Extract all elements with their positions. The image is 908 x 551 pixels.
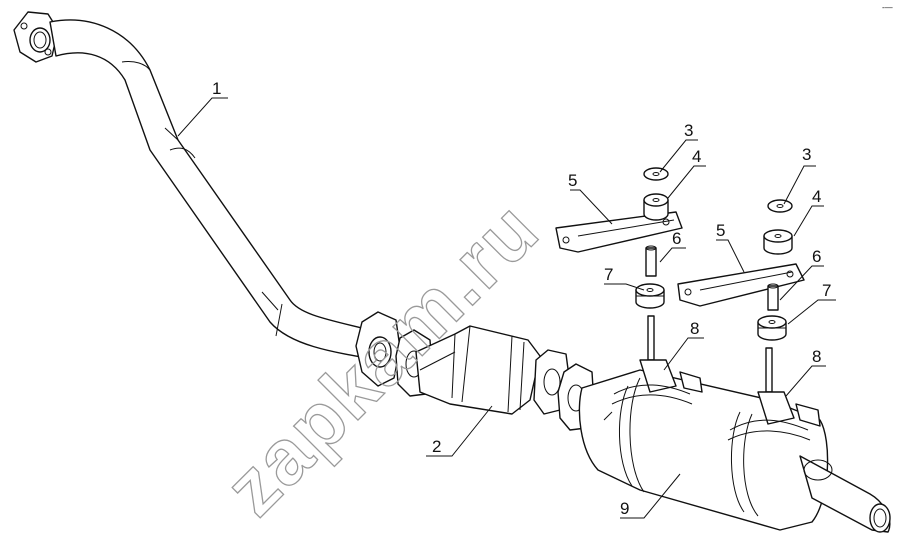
callout-4-left: 4	[692, 147, 701, 166]
callouts: 1 2 3 4 5 6 7 3 4 5 6 7 8 8 9	[177, 79, 836, 519]
cushion-upper-right	[763, 229, 793, 255]
callout-6-right: 6	[812, 247, 821, 266]
washer-left	[643, 167, 669, 181]
sleeve-right	[767, 283, 779, 311]
callout-8-left: 8	[690, 319, 699, 338]
callout-7-left: 7	[604, 265, 613, 284]
washer-right	[767, 199, 793, 213]
clamp-right	[727, 347, 821, 441]
callout-9: 9	[620, 499, 629, 518]
cushion-lower-left	[635, 283, 665, 309]
cushion-upper-left	[643, 193, 669, 221]
clamp-left	[611, 315, 703, 405]
bracket-left	[555, 211, 683, 253]
corner-mark: -—	[882, 3, 893, 12]
callout-8-right: 8	[812, 347, 821, 366]
bracket-right	[677, 263, 805, 307]
callout-5-right: 5	[716, 221, 725, 240]
callout-2: 2	[432, 437, 441, 456]
front-pipe	[13, 11, 401, 387]
callout-4-right: 4	[812, 187, 821, 206]
callout-3-right: 3	[802, 145, 811, 164]
callout-3-left: 3	[684, 121, 693, 140]
callout-1: 1	[212, 79, 221, 98]
callout-5-left: 5	[568, 171, 577, 190]
cushion-lower-right	[757, 315, 787, 341]
callout-7-right: 7	[822, 281, 831, 300]
callout-6-left: 6	[672, 229, 681, 248]
sleeve-left	[645, 245, 657, 277]
